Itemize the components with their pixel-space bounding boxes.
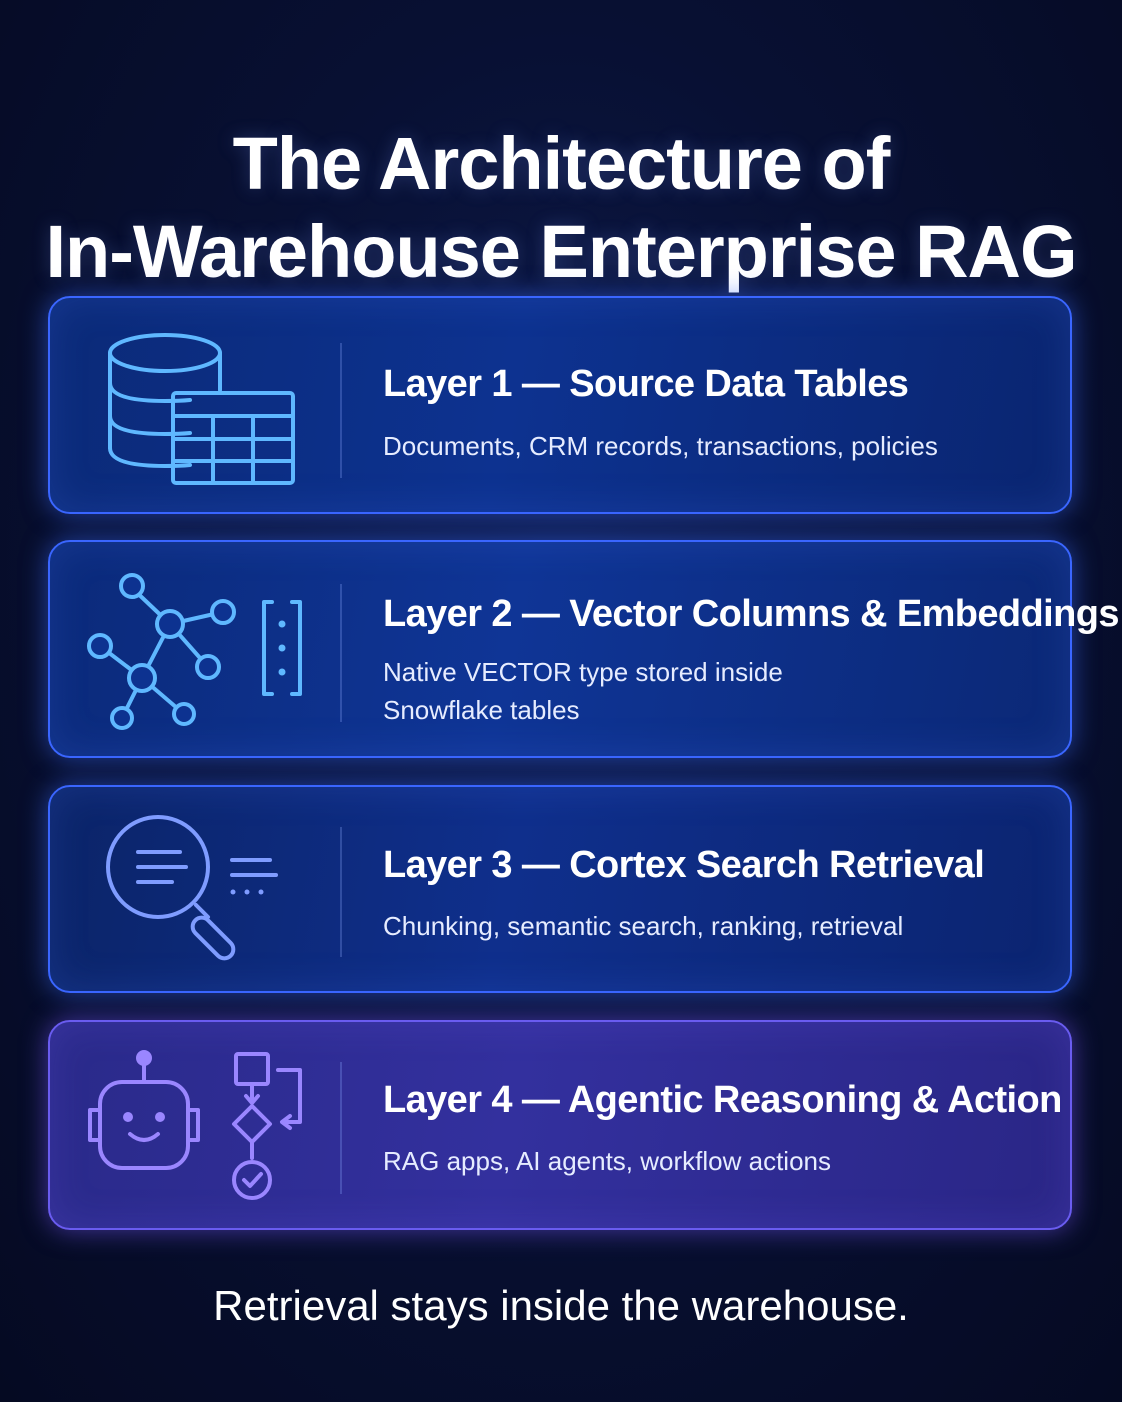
layer-2-description: Native VECTOR type stored inside Snowfla… xyxy=(383,653,1043,729)
robot-workflow-icon xyxy=(80,1022,330,1228)
search-icon xyxy=(80,787,330,991)
layer-divider xyxy=(340,343,342,478)
vector-graph-icon xyxy=(80,542,330,756)
title-line-2: In-Warehouse Enterprise RAG xyxy=(45,209,1077,293)
page-title: The Architecture of In-Warehouse Enterpr… xyxy=(0,120,1122,296)
layer-2-description-line-2: Snowflake tables xyxy=(383,695,580,725)
layer-1-title: Layer 1 — Source Data Tables xyxy=(383,363,909,405)
title-line-1: The Architecture of xyxy=(232,121,891,205)
layer-card-2: Layer 2 — Vector Columns & Embeddings Na… xyxy=(48,540,1119,758)
layer-2-title: Layer 2 — Vector Columns & Embeddings xyxy=(383,593,1119,635)
database-table-icon xyxy=(80,298,330,512)
layer-2-description-line-1: Native VECTOR type stored inside xyxy=(383,657,783,687)
layer-divider xyxy=(340,584,342,722)
layer-1-description: Documents, CRM records, transactions, po… xyxy=(383,431,938,461)
layer-4-title: Layer 4 — Agentic Reasoning & Action xyxy=(383,1079,1062,1121)
layer-card-4: Layer 4 — Agentic Reasoning & Action RAG… xyxy=(48,1020,1072,1230)
layer-divider xyxy=(340,827,342,957)
layer-card-3: Layer 3 — Cortex Search Retrieval Chunki… xyxy=(48,785,1072,993)
layer-3-description: Chunking, semantic search, ranking, retr… xyxy=(383,911,904,941)
layer-4-description: RAG apps, AI agents, workflow actions xyxy=(383,1146,831,1176)
layer-divider xyxy=(340,1062,342,1194)
layer-card-1: Layer 1 — Source Data Tables Documents, … xyxy=(48,296,1072,514)
layer-3-title: Layer 3 — Cortex Search Retrieval xyxy=(383,844,985,886)
footer-tagline: Retrieval stays inside the warehouse. xyxy=(213,1282,909,1329)
